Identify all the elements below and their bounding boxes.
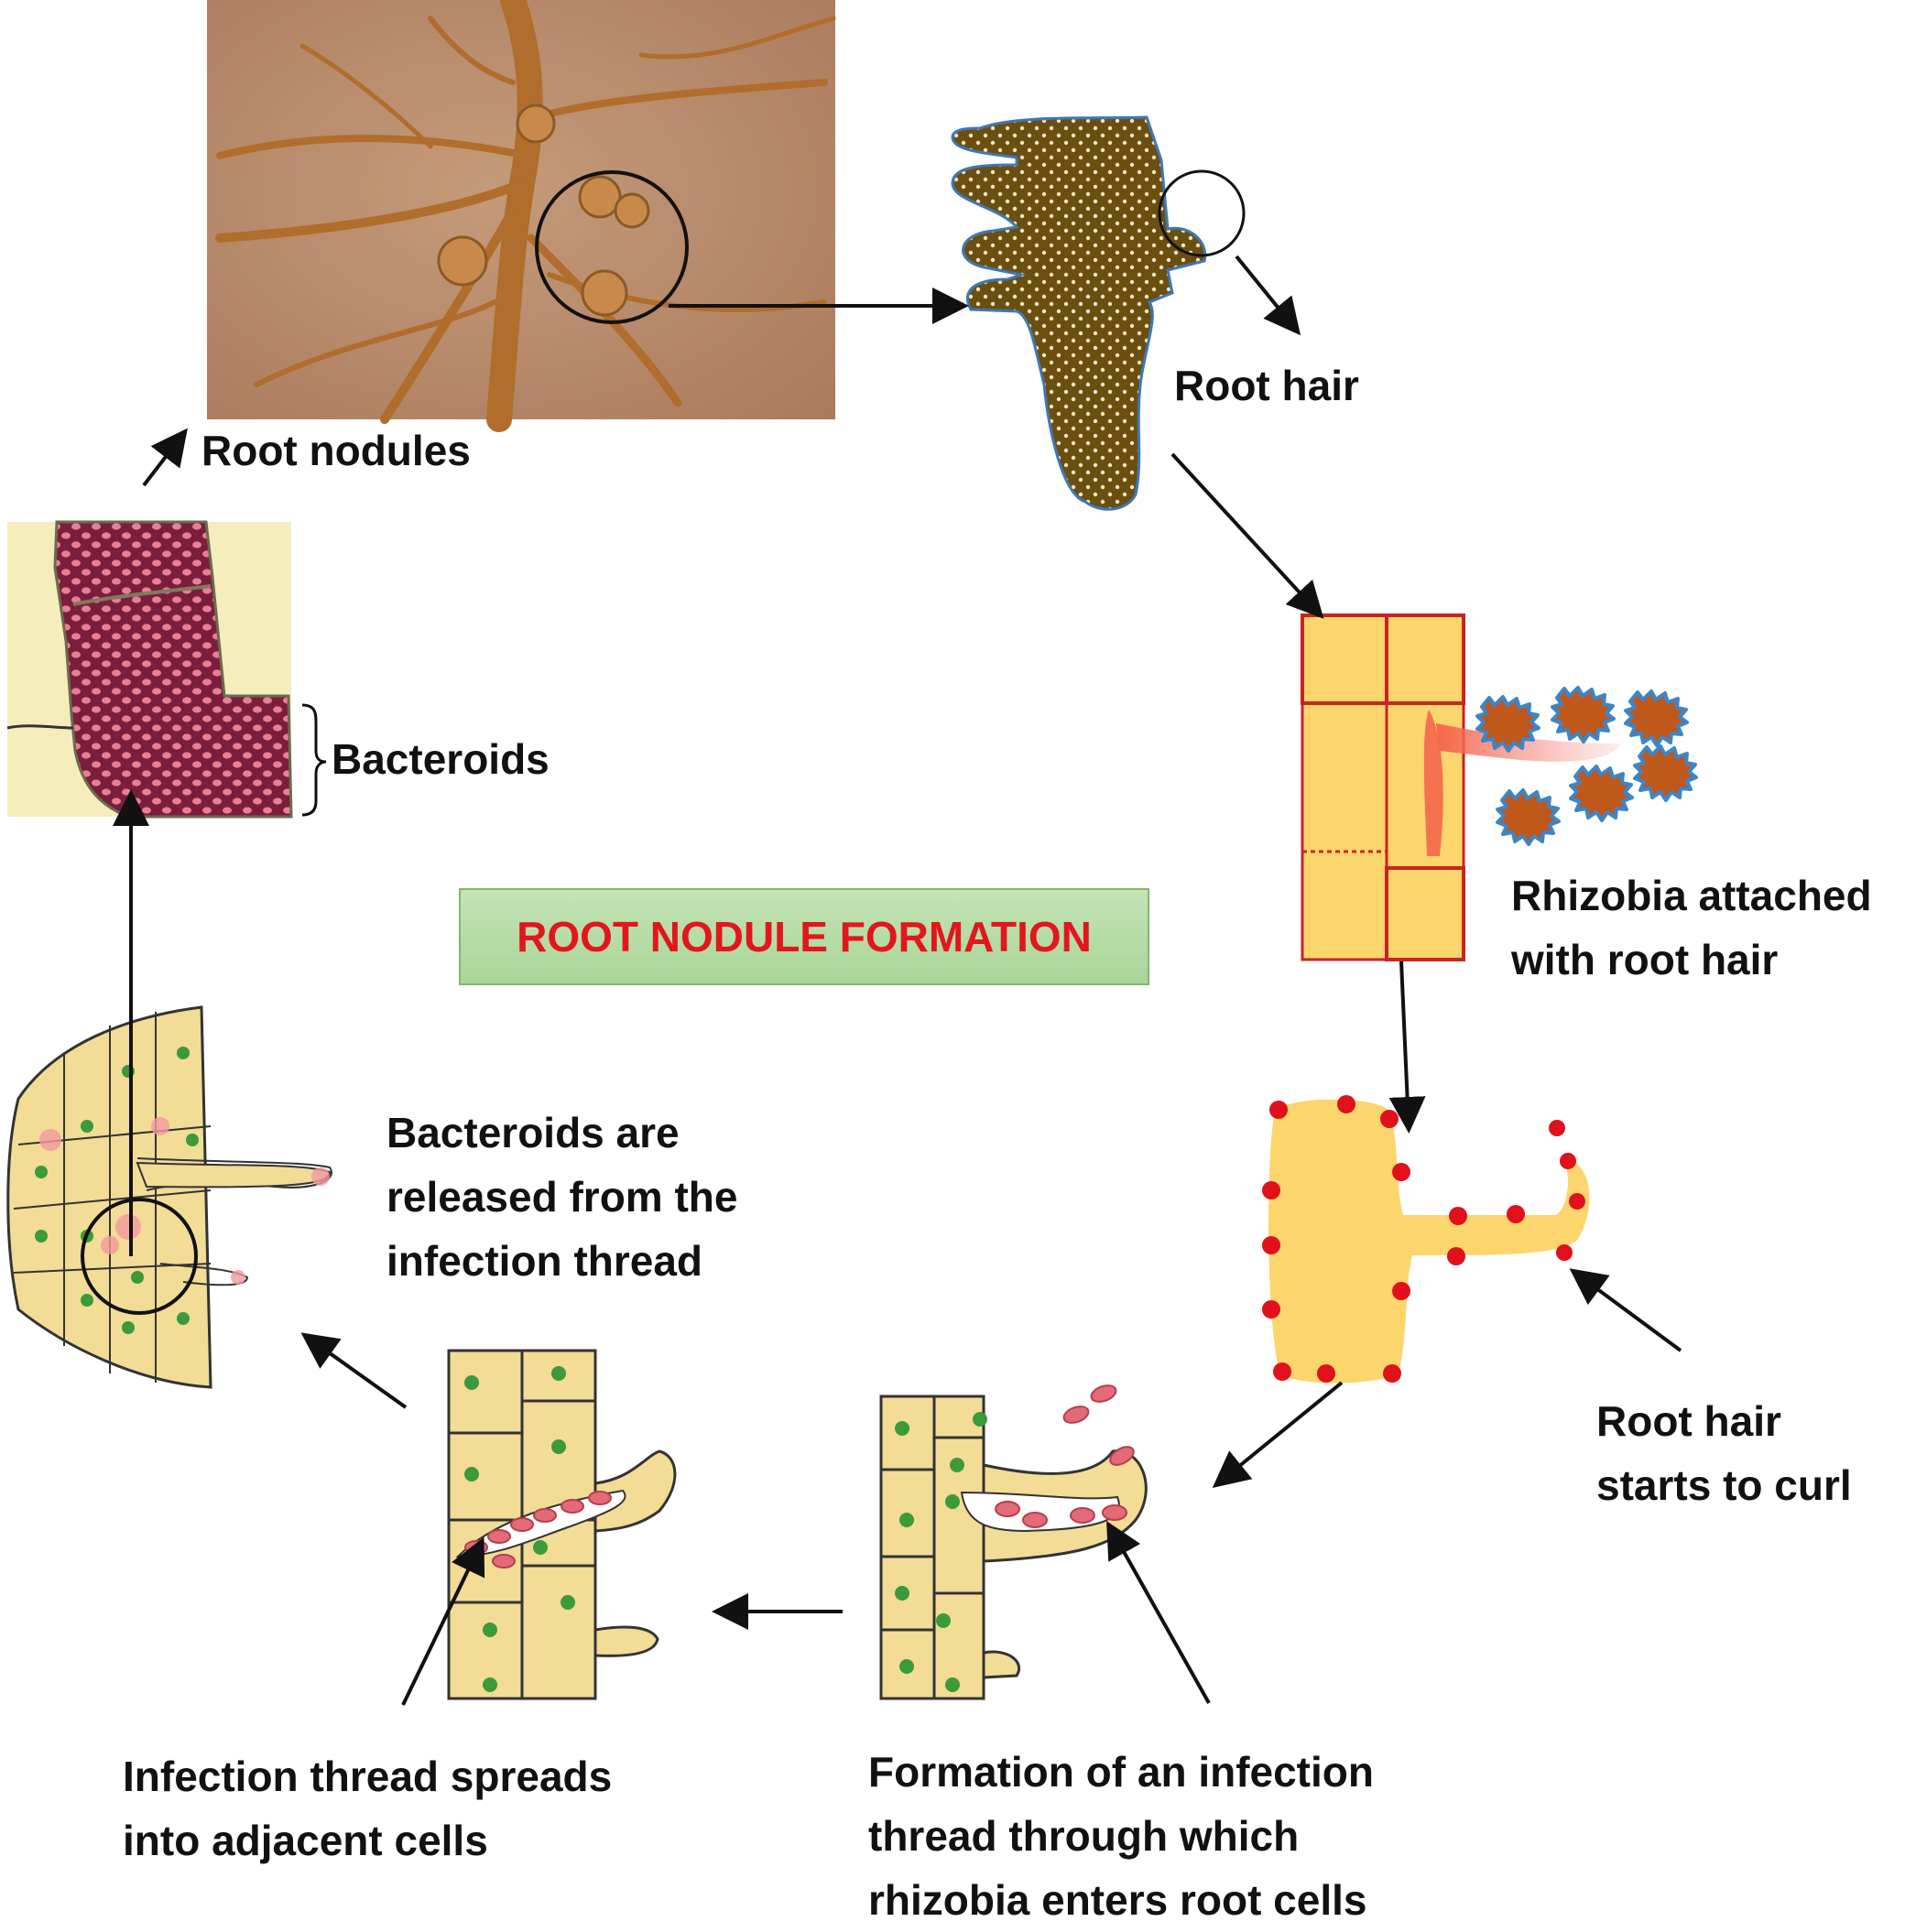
label-infection-thread-spreads: Infection thread spreads into adjacent c… [123, 1753, 613, 1864]
bacteroids-block [6, 520, 327, 819]
infection-thread-spread-cells [447, 1349, 677, 1700]
label-bacteroids: Bacteroids [332, 735, 550, 783]
label-infection-thread-formation: Formation of an infection thread through… [868, 1748, 1374, 1924]
rhizobia-bacteria [1475, 686, 1698, 846]
label-bacteroids-released: Bacteroids are released from the infecti… [386, 1109, 738, 1285]
root-nodule-photo [207, 0, 836, 432]
title-box: ROOT NODULE FORMATION [459, 888, 1149, 985]
curling-root-hair [1262, 1095, 1590, 1384]
label-root-hair: Root hair [1174, 362, 1359, 409]
label-rhizobia-attached: Rhizobia attached with root hair [1511, 872, 1872, 983]
label-root-hair-curl: Root hair starts to curl [1596, 1397, 1852, 1509]
diagram-title: ROOT NODULE FORMATION [517, 913, 1092, 961]
root-tip-shape [951, 115, 1246, 511]
bacteroids-released-cells [6, 1005, 332, 1389]
cycle-arrows [113, 255, 1682, 1706]
rhizobia-attached-cells [1301, 613, 1621, 961]
label-root-nodules: Root nodules [201, 427, 471, 474]
infection-thread-formation-cells [879, 1384, 1148, 1700]
